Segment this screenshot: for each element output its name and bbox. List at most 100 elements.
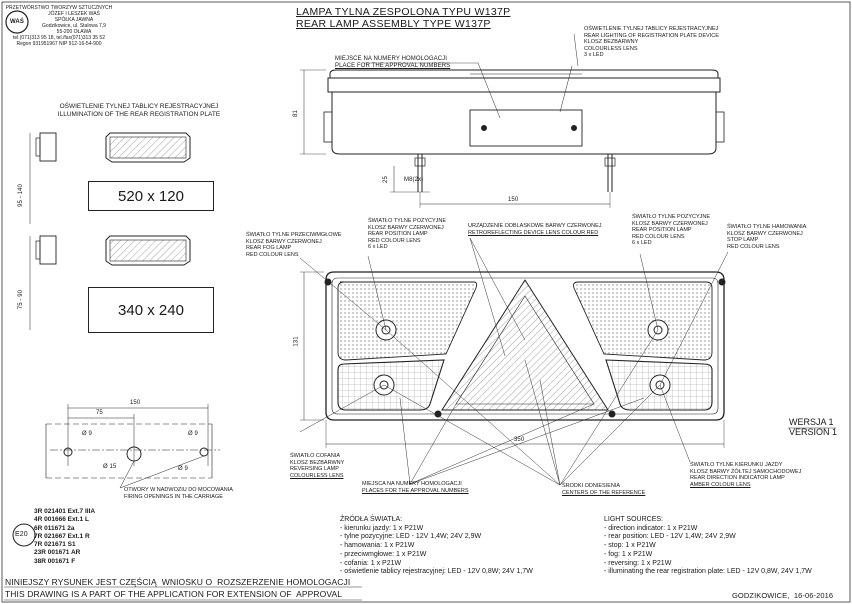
footer-pl: NINIEJSZY RYSUNEK JEST CZĘŚCIĄ WNIOSKU O…	[5, 577, 351, 587]
reflector-line-1: URZĄDZENIE ODBLASKOWE BARWY CZERWONEJ	[468, 223, 602, 229]
company-logo	[5, 10, 29, 34]
plate-size-small: 520 x 120	[88, 181, 214, 211]
reversing-line-1: ŚWIATŁO COFANIA	[290, 453, 341, 459]
reference-en: CENTERS OF THE REFERENCE	[562, 489, 646, 496]
company-line-6: tel.(071)313 95 18, tel./fax(071)313 35 …	[12, 35, 105, 41]
e-mark-circle	[12, 523, 36, 547]
approval-item: 4R 001666 Ext.1 L	[34, 516, 89, 524]
leader-lines	[299, 33, 729, 486]
title-block: LAMPA TYLNA ZESPOLONA TYPU W137P REAR LA…	[296, 6, 510, 30]
label-plate-illumination: OŚWIETLENIE TYLNEJ TABLICY REJESTRACYJNE…	[34, 103, 244, 118]
label-indicator: ŚWIATŁO TYLNE KIERUNKU JAZDY KLOSZ BARWY…	[690, 462, 801, 488]
pos-right-line-1: ŚWIATŁO TYLNE POZYCYJNE	[632, 214, 711, 220]
fog-line-1: ŚWIATŁO TYLNE PRZECIWMGŁOWE	[246, 232, 342, 238]
title-pl: LAMPA TYLNA ZESPOLONA TYPU W137P	[296, 6, 511, 18]
label-reflector: URZĄDZENIE ODBLASKOWE BARWY CZERWONEJ RE…	[468, 223, 602, 236]
dim-holes-offset: 75	[96, 410, 103, 416]
label-approval-place-top-en: PLACE FOR THE APPROVAL NUMBERS	[335, 63, 451, 69]
label-position-left: ŚWIATŁO TYLNE POZYCYJNE KLOSZ BARWY CZER…	[368, 218, 446, 251]
dim-hole-d3: Ø 9	[178, 466, 188, 472]
fog-line-2: KLOSZ BARWY CZERWONEJ	[246, 238, 322, 245]
dim-hole-d2: Ø 15	[103, 464, 117, 470]
light-sources-en: LIGHT SOURCES: - direction indicator: 1 …	[604, 516, 812, 577]
light-source-en-item: - fog: 1 x P21W	[604, 550, 653, 558]
pos-right-line-3: REAR POSITION LAMP	[632, 227, 692, 233]
holes-en: FIRING OPENINGS IN THE CARRIAGE	[124, 493, 223, 500]
front-view	[300, 271, 726, 448]
pos-left-line-3: REAR POSITION LAMP	[368, 231, 428, 237]
top-view	[300, 62, 725, 208]
dim-top-height: 81	[292, 110, 299, 117]
approval-item: 23R 001671 AR	[34, 549, 81, 557]
plate-device-line-5: 3 x LED	[584, 52, 604, 58]
company-logo-text: WAŚ	[10, 19, 24, 25]
pos-left-line-4: RED COLOUR LENS	[368, 237, 421, 244]
dim-hole-d4: Ø 9	[188, 431, 198, 437]
company-header: PRZETWÓRSTWO TWORZYW SZTUCZNYCH JÓZEF I …	[4, 5, 114, 47]
dim-front-height: 131	[293, 336, 300, 347]
label-reversing: ŚWIATŁO COFANIA KLOSZ BEZBARWNY REVERSIN…	[290, 453, 344, 479]
title-en: REAR LAMP ASSEMBLY TYPE W137P	[296, 18, 491, 30]
indicator-line-4: AMBER COLOUR LENS	[690, 481, 751, 488]
company-line-1: PRZETWÓRSTWO TWORZYW SZTUCZNYCH	[5, 5, 113, 11]
label-approval-place-top-pl: MIEJSCE NA NUMERY HOMOLOGACJI	[335, 56, 448, 62]
label-approval-place-bottom: MIEJSCA NA NUMERY HOMOLOGACJI PLACES FOR…	[362, 481, 469, 494]
fog-line-4: RED COLOUR LENS	[246, 251, 299, 258]
footer-en: THIS DRAWING IS A PART OF THE APPLICATIO…	[5, 589, 343, 599]
plate-lamp-detail-1	[29, 132, 191, 224]
dim-front-width: 350	[514, 437, 525, 443]
dim-plate2-height: 75 - 90	[18, 289, 25, 310]
pos-left-line-2: KLOSZ BARWY CZERWONEJ	[368, 224, 444, 231]
plate-device-line-1: OŚWIETLENIE TYLNEJ TABLICY REJESTRACYJNE…	[584, 26, 719, 32]
version-en: VERSION 1	[789, 427, 838, 437]
pos-right-line-4: RED COLOUR LENS	[632, 233, 685, 240]
e-mark: E20	[15, 531, 28, 538]
light-sources-en-heading: LIGHT SOURCES:	[604, 516, 663, 523]
holes-pl: OTWORY W NADWOZIU DO MOCOWANIA	[124, 487, 233, 493]
pos-right-line-2: KLOSZ BARWY CZERWONEJ	[632, 220, 708, 227]
light-source-en-item: - stop: 1 x P21W	[604, 542, 656, 550]
reference-pl: ŚRODKI ODNIESIENIA	[562, 483, 621, 489]
reflector-line-2: RETROREFLECTING DEVICE LENS COLOUR RED	[468, 229, 599, 236]
plate-size-large: 340 x 240	[88, 287, 214, 333]
light-source-en-item: - illuminating the rear registration pla…	[604, 568, 812, 576]
stop-line-1: ŚWIATŁO TYLNE HAMOWANIA	[727, 224, 807, 230]
company-line-3: SPÓŁKA JAWNA	[54, 17, 94, 23]
dim-stud-thread: M8(2x)	[404, 177, 424, 183]
light-sources-pl: ŹRÓDŁA ŚWIATŁA: - kierunku jazdy: 1 x P2…	[340, 516, 533, 577]
pos-left-line-1: ŚWIATŁO TYLNE POZYCYJNE	[368, 218, 447, 224]
version-block: WERSJA 1 VERSION 1	[789, 417, 837, 437]
reversing-line-4: COLOURLESS LENS	[290, 472, 344, 479]
label-reference: ŚRODKI ODNIESIENIA CENTERS OF THE REFERE…	[562, 483, 645, 496]
stop-line-3: STOP LAMP	[727, 237, 759, 243]
light-source-pl-item: - kierunku jazdy: 1 x P21W	[340, 524, 424, 532]
dim-hole-d1: Ø 9	[82, 431, 92, 437]
approval-list: 3R 021401 Ext.7 IIIA 4R 001666 Ext.1 L 6…	[34, 508, 95, 566]
company-line-4: Godzikowice, ul. Stalowa 7,9	[42, 23, 106, 29]
light-source-pl-item: - cofania: 1 x P21W	[340, 559, 402, 567]
stop-line-2: KLOSZ BARWY CZERWONEJ	[727, 230, 803, 237]
dim-stud-height: 25	[382, 176, 389, 183]
light-source-pl-item: - oświetlenie tablicy rejestracyjnej: LE…	[340, 568, 533, 576]
light-source-pl-item: - tylne pozycyjne: LED - 12V 1,4W; 24V 2…	[340, 533, 482, 541]
approval-bottom-en: PLACES FOR THE APPROVAL NUMBERS	[362, 487, 469, 494]
light-source-en-item: - rear position: LED - 12V 1,4W; 24V 2,9…	[604, 533, 736, 541]
label-position-right: ŚWIATŁO TYLNE POZYCYJNE KLOSZ BARWY CZER…	[632, 214, 710, 247]
company-line-2: JÓZEF I LESZEK WAŚ	[48, 11, 100, 17]
dim-plate1-height: 95 - 140	[17, 184, 24, 207]
light-source-pl-item: - przeciwmgłowe: 1 x P21W	[340, 550, 427, 558]
plate-illum-en: ILLUMINATION OF THE REAR REGISTRATION PL…	[57, 110, 221, 118]
label-holes: OTWORY W NADWOZIU DO MOCOWANIA FIRING OP…	[124, 487, 233, 500]
plate-device-line-4: COLOURLESS LENS	[584, 45, 638, 52]
plate-device-line-3: KLOSZ BEZBARWNY	[584, 39, 639, 45]
approval-item: 38R 001671 F	[34, 557, 76, 565]
dim-stud-spacing: 150	[508, 197, 519, 203]
reversing-line-2: KLOSZ BEZBARWNY	[290, 459, 345, 466]
version-pl: WERSJA 1	[789, 417, 834, 427]
dim-holes-total: 150	[130, 400, 141, 406]
plate-device-line-2: REAR LIGHTING OF REGISTRATION PLATE DEVI…	[584, 32, 719, 39]
footer-date: GODZIKOWICE, 16-06-2016	[732, 591, 834, 600]
approval-bottom-pl: MIEJSCA NA NUMERY HOMOLOGACJI	[362, 481, 462, 487]
approval-item: 6R 011671 2a	[34, 524, 75, 532]
